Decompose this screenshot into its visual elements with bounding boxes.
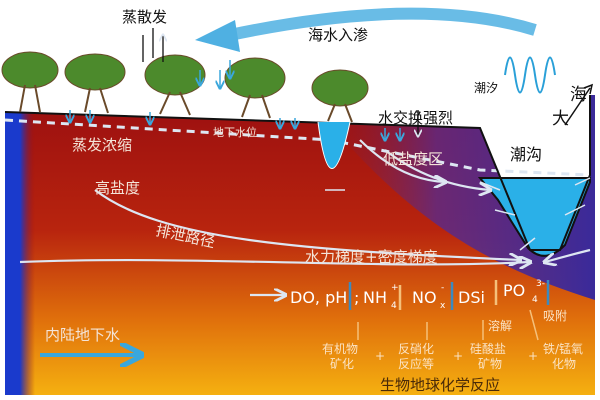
species-nox-sub: x <box>440 301 446 311</box>
process-denitrification-l1: 反硝化 <box>398 342 434 356</box>
tidal-creek-label: 潮沟 <box>510 145 542 164</box>
species-po4-sub: 4 <box>532 295 538 305</box>
evap-concentration-label: 蒸发浓缩 <box>72 136 132 154</box>
ground-surface <box>4 95 591 251</box>
gradient-label: 水力梯度+密度梯度 <box>305 248 438 266</box>
sea-direction-arrow <box>564 87 591 126</box>
tide-label: 潮汐 <box>474 80 498 95</box>
crab-burrow <box>317 121 351 169</box>
low-salinity-zone-label: 低盐度区 <box>383 150 443 168</box>
biogeochem-label: 生物地球化学反应 <box>380 376 500 394</box>
adsorption-label: 吸附 <box>543 309 567 323</box>
species-change-arrows <box>348 280 550 341</box>
mangrove-trees <box>1 51 369 123</box>
seawater-infiltration-arrowhead <box>195 20 240 52</box>
water-table-line <box>4 118 591 177</box>
species-nox-sup: - <box>441 283 444 293</box>
dissolution-label: 溶解 <box>488 318 512 333</box>
species-dsi: DSi <box>458 288 485 307</box>
process-mineralization-l2: 矿化 <box>330 357 354 371</box>
inland-groundwater-label: 内陆地下水 <box>45 326 120 344</box>
species-separator: ; <box>354 288 359 307</box>
evaporation-label: 蒸散发 <box>122 8 167 26</box>
process-silicate-l1: 硅酸盐 <box>470 341 506 356</box>
evaporation-arrows <box>142 28 163 62</box>
exchange-arrows <box>325 177 591 251</box>
plus-1: + <box>375 349 385 363</box>
sea-label-char1: 海 <box>570 85 587 105</box>
sea-label-char2: 大 <box>552 109 569 129</box>
species-nh4-sup: + <box>391 283 399 293</box>
species-nh4: NH <box>363 288 387 307</box>
species-nox: NO <box>412 288 437 307</box>
tide-wave-icon <box>504 56 556 94</box>
process-femn-l1: 铁/锰氧 <box>543 341 583 356</box>
plus-3: + <box>528 349 538 363</box>
seawater-infiltration-arrow <box>228 7 537 41</box>
species-po4: PO <box>503 281 525 300</box>
process-mineralization-l1: 有机物 <box>322 342 358 356</box>
inland-blue-strip <box>5 112 35 395</box>
flow-paths <box>19 139 591 295</box>
plus-2: + <box>453 349 463 363</box>
process-femn-l2: 化物 <box>552 357 576 371</box>
water-table-label: 地下水位 <box>213 125 257 139</box>
strong-exchange-label: 水交换强烈 <box>378 109 453 127</box>
process-silicate-l2: 矿物 <box>478 357 502 371</box>
process-denitrification-l2: 反应等 <box>398 356 434 371</box>
high-salinity-label: 高盐度 <box>95 179 140 197</box>
infiltration-arrows <box>70 60 400 140</box>
species-po4-sup: 3- <box>536 279 545 289</box>
seawater-infiltration-label: 海水入渗 <box>308 26 368 44</box>
species-nh4-sub: 4 <box>391 301 397 311</box>
species-do-ph: DO, pH <box>290 288 347 307</box>
